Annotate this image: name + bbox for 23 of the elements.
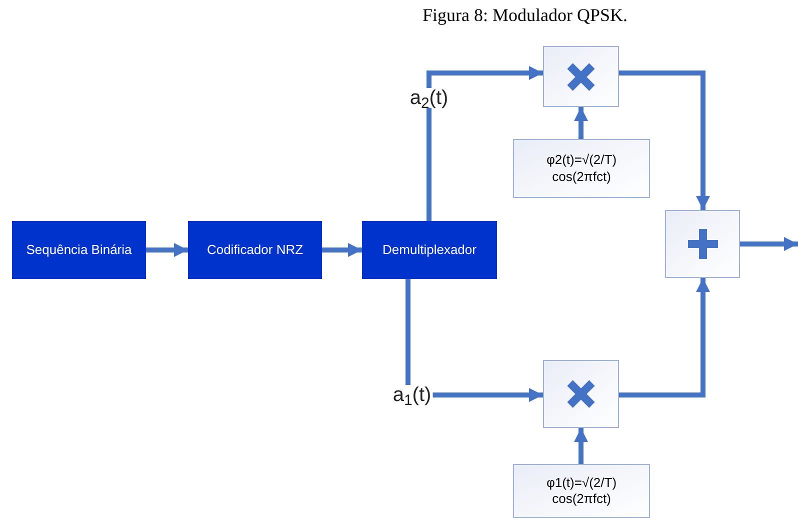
edge-label: a$_{1}$(t) bbox=[390, 385, 434, 405]
node-text: Demultiplexador bbox=[382, 242, 476, 258]
arrow bbox=[740, 237, 798, 251]
arrow bbox=[574, 428, 588, 464]
arrow bbox=[146, 243, 188, 257]
arrow bbox=[619, 278, 710, 398]
process-box bbox=[188, 221, 322, 279]
arrow bbox=[619, 70, 710, 210]
node-text: φ2(t)=√(2/T) cos(2πfct) bbox=[545, 152, 618, 185]
signal-box bbox=[513, 464, 650, 518]
arrow bbox=[426, 66, 543, 221]
node-text: Codificador NRZ bbox=[206, 242, 304, 258]
process-box bbox=[362, 221, 497, 279]
arrow bbox=[574, 107, 588, 139]
signal-box bbox=[513, 139, 650, 198]
arrow bbox=[322, 243, 362, 257]
figure-title: Figura 8: Modulador QPSK. bbox=[421, 4, 628, 27]
node-text: Sequência Binária bbox=[26, 242, 132, 258]
multiplier-box bbox=[543, 46, 619, 107]
node-text: φ1(t)=√(2/T) cos(2πfct) bbox=[545, 474, 618, 508]
process-box bbox=[12, 221, 146, 279]
multiplier-box bbox=[543, 360, 619, 428]
adder-box bbox=[665, 210, 740, 278]
